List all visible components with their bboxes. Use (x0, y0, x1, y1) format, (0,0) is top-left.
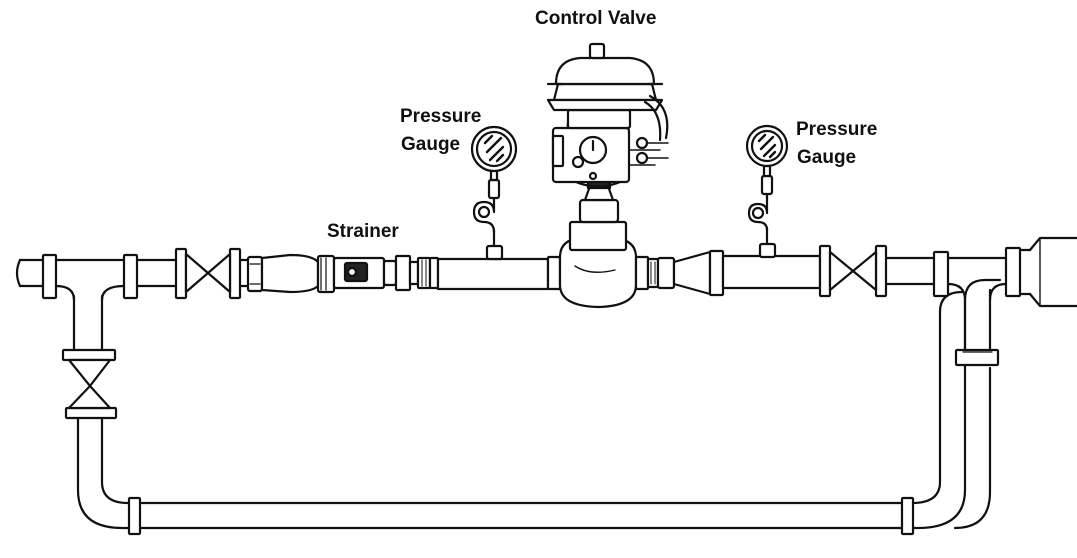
pressure-gauge-left (470, 125, 518, 261)
strainer (246, 253, 420, 294)
bypass-valve (61, 348, 118, 420)
control-valve-label: Control Valve (535, 8, 657, 29)
isolation-valve-left (174, 247, 242, 300)
isolation-valve-right (818, 244, 888, 298)
inlet-flange (41, 253, 58, 300)
pressure-gauge-left-label-line1: Pressure (400, 106, 482, 127)
bypass-flange-bottom-right (900, 496, 915, 536)
outlet-flange-right (1004, 246, 1022, 298)
coupling-right (634, 249, 822, 297)
pressure-gauge-left-label-line2: Gauge (401, 134, 461, 155)
strainer-label: Strainer (327, 221, 399, 242)
tee-flange (122, 253, 139, 300)
pressure-gauge-right (745, 124, 789, 259)
bypass-flange-bottom-left (127, 496, 142, 536)
pressure-gauge-right-label-line2: Gauge (797, 147, 857, 168)
control-valve (546, 42, 669, 309)
bypass-pipe (72, 278, 1002, 530)
coupling-left (416, 255, 562, 291)
outlet-flange-left (932, 250, 950, 298)
pressure-gauge-right-label-line1: Pressure (796, 119, 878, 140)
bypass-flange-right-leg (954, 348, 1000, 367)
outlet-pipe (884, 236, 1077, 308)
